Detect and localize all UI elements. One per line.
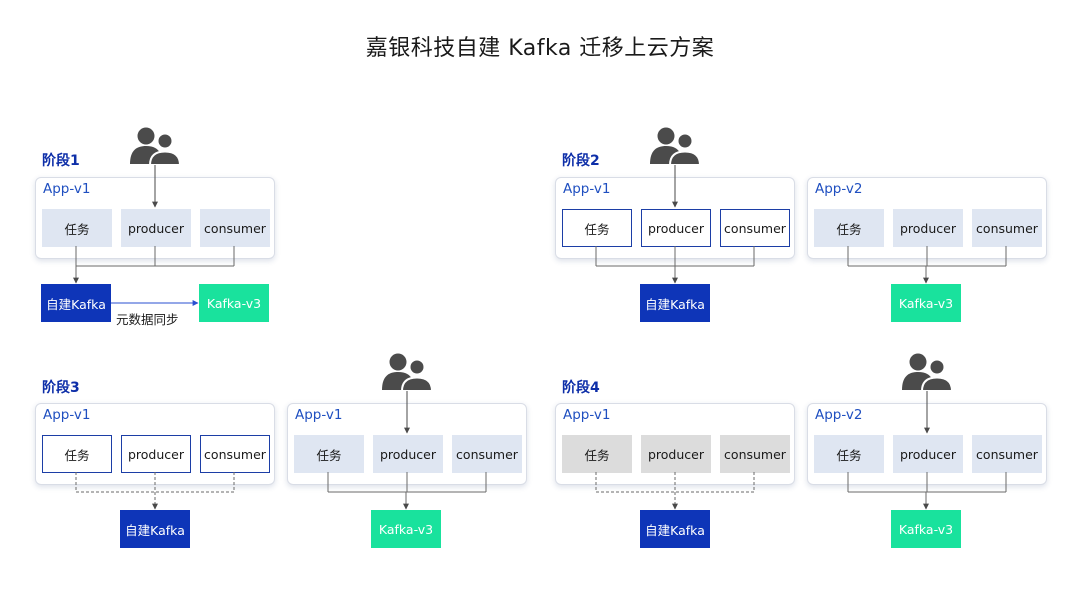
task-module: 任务 xyxy=(42,209,112,247)
stage-label: 阶段2 xyxy=(562,153,600,169)
self-hosted-kafka-cluster: 自建Kafka xyxy=(640,284,710,322)
users-icon xyxy=(899,352,955,392)
task-module: 任务 xyxy=(562,209,632,247)
producer-module: producer xyxy=(893,435,963,473)
cloud-kafka-cluster: Kafka-v3 xyxy=(199,284,269,322)
consumer-module: consumer xyxy=(972,435,1042,473)
app-version-label: App-v2 xyxy=(815,181,863,197)
stage-label: 阶段4 xyxy=(562,380,600,396)
self-hosted-kafka-cluster: 自建Kafka xyxy=(41,284,111,322)
producer-module: producer xyxy=(373,435,443,473)
task-module: 任务 xyxy=(294,435,364,473)
users-icon xyxy=(647,126,703,166)
users-icon xyxy=(379,352,435,392)
task-module: 任务 xyxy=(42,435,112,473)
task-module: 任务 xyxy=(562,435,632,473)
self-hosted-kafka-cluster: 自建Kafka xyxy=(640,510,710,548)
stage-label: 阶段3 xyxy=(42,380,80,396)
app-version-label: App-v1 xyxy=(563,181,611,197)
app-version-label: App-v1 xyxy=(43,407,91,423)
self-hosted-kafka-cluster: 自建Kafka xyxy=(120,510,190,548)
producer-module: producer xyxy=(641,209,711,247)
metadata-sync-label: 元数据同步 xyxy=(116,312,179,327)
consumer-module: consumer xyxy=(720,435,790,473)
diagram-title: 嘉银科技自建 Kafka 迁移上云方案 xyxy=(365,36,715,61)
consumer-module: consumer xyxy=(200,209,270,247)
task-module: 任务 xyxy=(814,209,884,247)
consumer-module: consumer xyxy=(452,435,522,473)
producer-module: producer xyxy=(121,209,191,247)
cloud-kafka-cluster: Kafka-v3 xyxy=(371,510,441,548)
producer-module: producer xyxy=(893,209,963,247)
cloud-kafka-cluster: Kafka-v3 xyxy=(891,284,961,322)
cloud-kafka-cluster: Kafka-v3 xyxy=(891,510,961,548)
consumer-module: consumer xyxy=(200,435,270,473)
app-version-label: App-v1 xyxy=(295,407,343,423)
producer-module: producer xyxy=(121,435,191,473)
consumer-module: consumer xyxy=(972,209,1042,247)
producer-module: producer xyxy=(641,435,711,473)
task-module: 任务 xyxy=(814,435,884,473)
app-version-label: App-v1 xyxy=(43,181,91,197)
users-icon xyxy=(127,126,183,166)
stage-label: 阶段1 xyxy=(42,153,80,169)
app-version-label: App-v1 xyxy=(563,407,611,423)
consumer-module: consumer xyxy=(720,209,790,247)
app-version-label: App-v2 xyxy=(815,407,863,423)
